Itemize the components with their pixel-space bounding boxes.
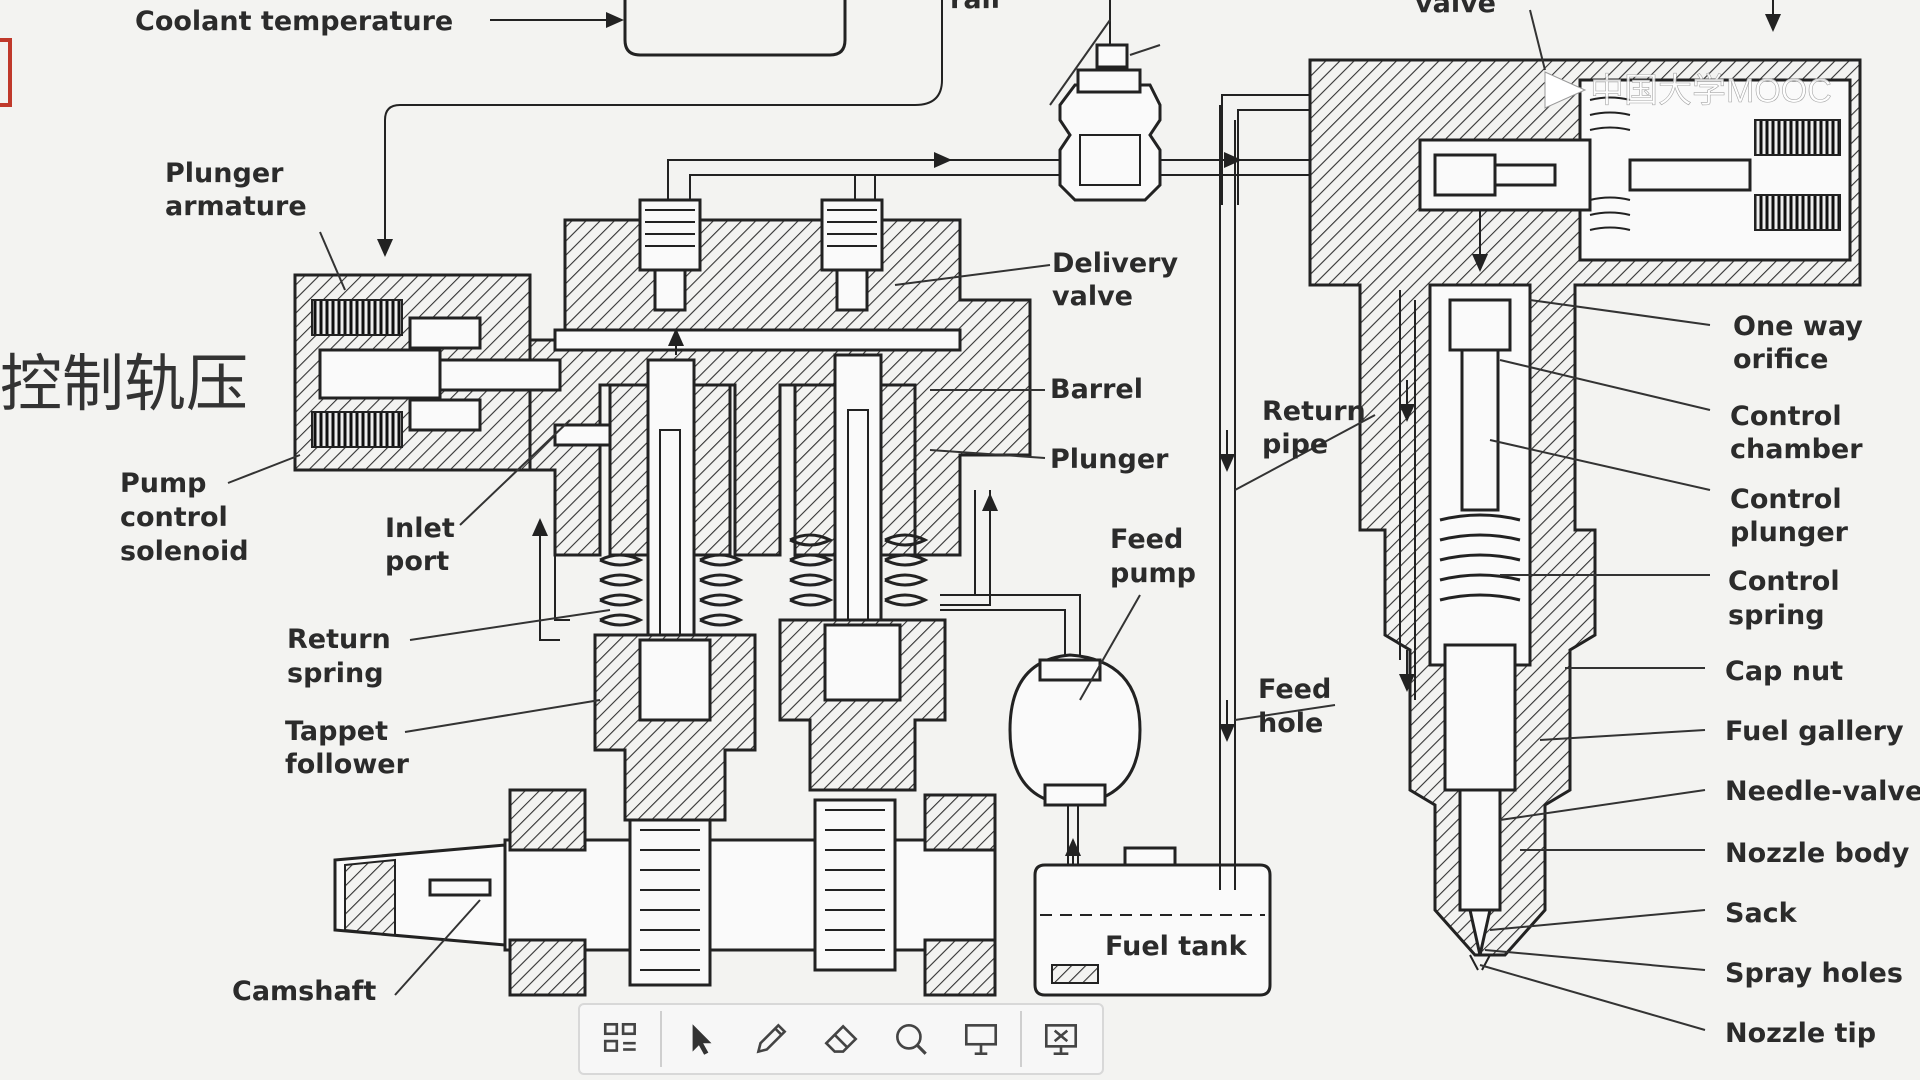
mooc-watermark: 中国大学MOOC — [1544, 71, 1832, 110]
toolbar-separator — [1020, 1011, 1022, 1067]
label-tappet-follower-line2: follower — [285, 749, 410, 780]
label-camshaft: Camshaft — [232, 976, 376, 1007]
thumbnail-grid-button[interactable] — [586, 1008, 656, 1070]
chinese-caption: 控制轨压 — [0, 347, 248, 420]
label-inlet-port-line2: port — [385, 546, 449, 577]
slide-edge-mark — [0, 38, 12, 107]
label-plunger: Plunger — [1050, 444, 1169, 475]
label-plunger-armature-line2: armature — [165, 191, 307, 222]
label-return-spring-line2: spring — [287, 658, 384, 689]
label-inlet-port-line1: Inlet — [385, 513, 455, 544]
label-one-way-orifice-line2: orifice — [1733, 344, 1828, 375]
label-control-chamber-line1: Control — [1730, 401, 1842, 432]
pump-body — [293, 198, 1032, 822]
label-coolant-temperature: Coolant temperature — [135, 6, 453, 37]
label-return-spring-line1: Return — [287, 624, 391, 655]
pointer-button[interactable] — [666, 1008, 736, 1070]
toolbar-separator — [660, 1011, 662, 1067]
label-pump-control-solenoid-line3: solenoid — [120, 536, 249, 567]
pen-button[interactable] — [736, 1008, 806, 1070]
leader-lines — [227, 9, 1711, 1031]
label-delivery-valve-line2: valve — [1052, 281, 1133, 312]
label-sack: Sack — [1725, 898, 1798, 929]
label-nozzle-body: Nozzle body — [1725, 838, 1910, 869]
magnifier-icon — [896, 1024, 927, 1055]
label-fuel-tank: Fuel tank — [1105, 931, 1248, 962]
label-feed-pump-line1: Feed — [1110, 524, 1183, 555]
feed-pump — [940, 594, 1142, 960]
whiteboard-icon — [964, 1024, 998, 1056]
label-pump-control-solenoid-line2: control — [120, 502, 228, 533]
label-feed-hole-line1: Feed — [1258, 674, 1331, 705]
cursor-arrow-icon — [692, 1024, 712, 1055]
label-feed-hole-line2: hole — [1258, 708, 1323, 739]
label-feed-pump-line2: pump — [1110, 558, 1196, 589]
camshaft — [333, 788, 997, 997]
zoom-button[interactable] — [876, 1008, 946, 1070]
label-one-way-orifice-line1: One way — [1733, 311, 1863, 342]
pen-icon — [756, 1023, 787, 1054]
ecu-box — [377, 0, 943, 257]
label-needle-valve: Needle-valve — [1725, 776, 1920, 807]
presentation-exit-icon — [1044, 1024, 1078, 1056]
eraser-icon — [824, 1024, 858, 1053]
exit-presentation-button[interactable] — [1026, 1008, 1096, 1070]
label-return-pipe-line1: Return — [1262, 396, 1366, 427]
label-barrel: Barrel — [1050, 374, 1143, 405]
grid-icon — [603, 1022, 636, 1052]
label-spray-holes: Spray holes — [1725, 958, 1903, 989]
label-valve: valve — [1415, 0, 1496, 19]
label-return-pipe-line2: pipe — [1262, 429, 1328, 460]
label-control-spring-line2: spring — [1728, 600, 1825, 631]
label-control-plunger-line1: Control — [1730, 484, 1842, 515]
label-delivery-valve-line1: Delivery — [1052, 248, 1178, 279]
label-control-plunger-line2: plunger — [1730, 517, 1849, 548]
label-cap-nut: Cap nut — [1725, 656, 1843, 687]
presentation-toolbar — [578, 1003, 1104, 1075]
fuel-tank — [1033, 846, 1272, 997]
label-tappet-follower-line1: Tappet — [285, 716, 388, 747]
label-nozzle-tip: Nozzle tip — [1725, 1018, 1876, 1049]
injector — [1308, 0, 1862, 971]
label-pump-control-solenoid-line1: Pump — [120, 468, 206, 499]
watermark-text: 中国大学MOOC — [1590, 72, 1832, 110]
label-fuel-gallery: Fuel gallery — [1725, 716, 1904, 747]
whiteboard-button[interactable] — [946, 1008, 1016, 1070]
eraser-button[interactable] — [806, 1008, 876, 1070]
return-pipe — [1219, 105, 1236, 890]
label-rail: rail — [950, 0, 1000, 15]
common-rail — [1058, 0, 1162, 202]
label-control-spring-line1: Control — [1728, 566, 1840, 597]
label-plunger-armature-line1: Plunger — [165, 158, 284, 189]
label-control-chamber-line2: chamber — [1730, 434, 1863, 465]
